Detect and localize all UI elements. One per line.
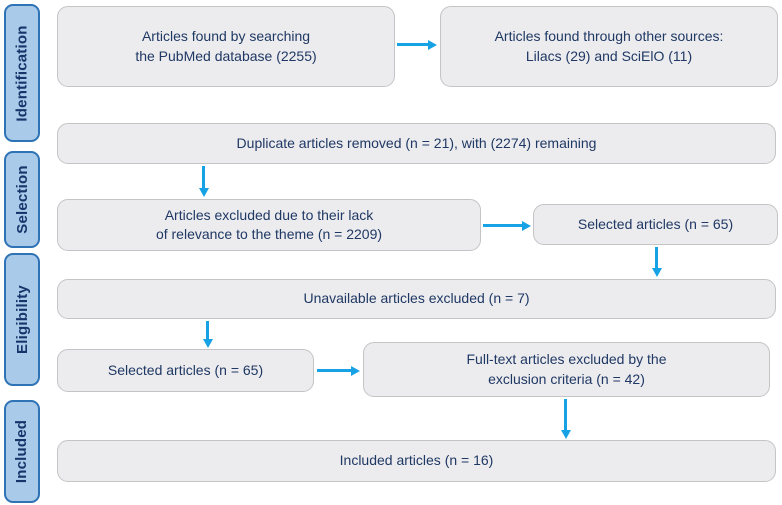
box-unavailable-excluded-line1: Unavailable articles excluded (n = 7) (303, 290, 530, 307)
box-fulltext-excluded-line2: exclusion criteria (n = 42) (488, 370, 645, 387)
arrow-head-icon (351, 365, 360, 376)
box-unavailable-excluded: Unavailable articles excluded (n = 7) (57, 279, 776, 319)
box-selected-articles-second-line1: Selected articles (n = 65) (107, 361, 264, 378)
arrow-selected-to-unavailable (651, 247, 662, 277)
arrow-stem (655, 247, 658, 268)
box-pubmed-search-line1: Articles found by searching (141, 28, 311, 45)
box-selected-articles-second: Selected articles (n = 65) (57, 349, 314, 392)
box-duplicates-removed: Duplicate articles removed (n = 21), wit… (57, 123, 776, 164)
arrow-stem (317, 369, 351, 372)
arrow-head-icon (560, 430, 571, 439)
stage-included-label: Included (13, 419, 31, 484)
arrow-selected-to-fulltext (317, 365, 360, 376)
box-excluded-relevance-line1: Articles excluded due to their lack (164, 206, 374, 223)
arrow-unavailable-to-selected (202, 321, 213, 348)
arrow-head-icon (651, 268, 662, 277)
stage-identification-label: Identification (13, 24, 31, 122)
box-included-articles: Included articles (n = 16) (57, 440, 776, 482)
stage-eligibility: Eligibility (4, 253, 40, 386)
arrow-fulltext-to-included (560, 399, 571, 439)
box-fulltext-excluded-line1: Full-text articles excluded by the (466, 351, 667, 368)
arrow-head-icon (428, 39, 437, 50)
arrow-pubmed-to-other-sources (397, 39, 437, 50)
box-pubmed-search: Articles found by searching the PubMed d… (57, 6, 395, 87)
box-pubmed-search-line2: the PubMed database (2255) (135, 47, 317, 64)
box-selected-articles-first: Selected articles (n = 65) (533, 204, 778, 245)
stage-eligibility-label: Eligibility (13, 285, 31, 354)
arrow-head-icon (522, 220, 531, 231)
arrow-stem (397, 43, 428, 46)
box-other-sources-line2: Lilacs (29) and SciElO (11) (525, 47, 693, 64)
stage-included: Included (4, 400, 40, 503)
arrow-stem (206, 321, 209, 339)
box-other-sources: Articles found through other sources: Li… (440, 6, 778, 87)
box-duplicates-removed-line1: Duplicate articles removed (n = 21), wit… (236, 134, 597, 151)
stage-selection-label: Selection (13, 165, 31, 234)
arrow-duplicates-to-excluded (198, 166, 209, 197)
arrow-excluded-to-selected (483, 220, 531, 231)
stage-selection: Selection (4, 151, 40, 248)
box-included-articles-line1: Included articles (n = 16) (339, 452, 494, 469)
box-fulltext-excluded: Full-text articles excluded by the exclu… (363, 342, 770, 397)
arrow-head-icon (202, 339, 213, 348)
stage-identification: Identification (4, 4, 40, 142)
box-excluded-relevance-line2: of relevance to the theme (n = 2209) (155, 226, 383, 242)
arrow-stem (202, 166, 205, 188)
arrow-stem (564, 399, 567, 430)
box-excluded-relevance: Articles excluded due to their lack of r… (57, 199, 481, 251)
arrow-head-icon (198, 188, 209, 197)
arrow-stem (483, 224, 522, 227)
box-selected-articles-first-line1: Selected articles (n = 65) (577, 215, 734, 232)
box-other-sources-line1: Articles found through other sources: (494, 28, 724, 45)
